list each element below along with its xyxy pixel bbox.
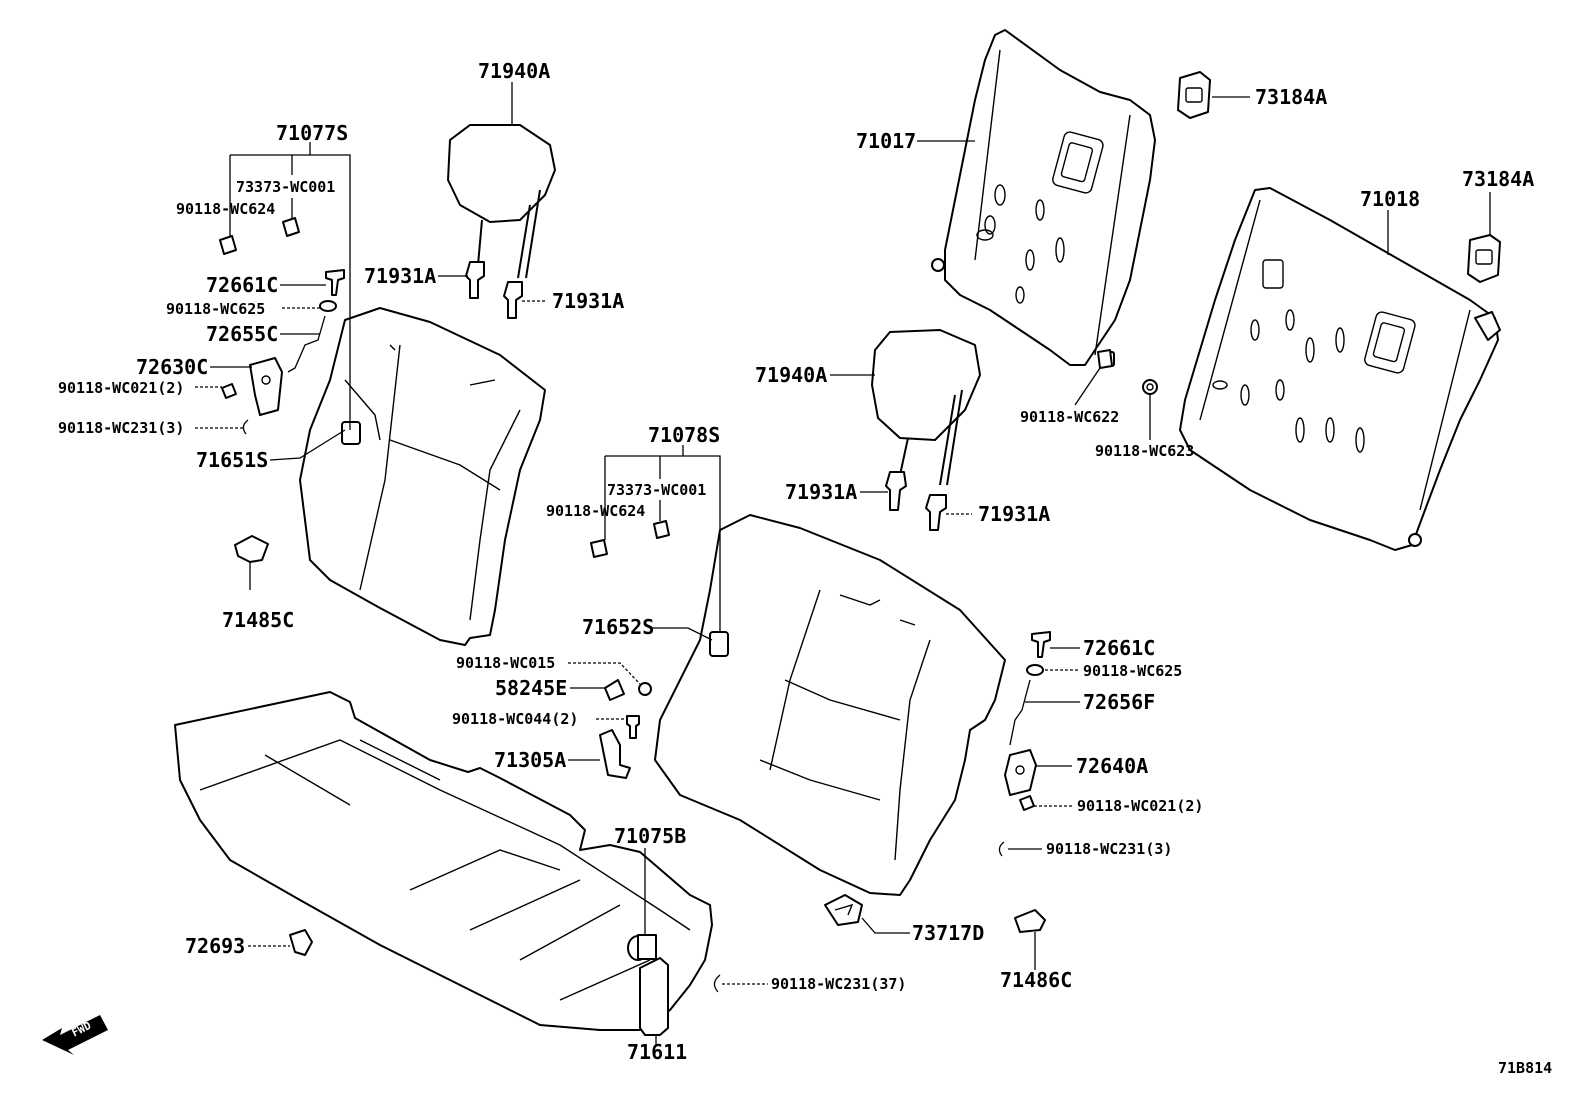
label-71611: 71611 xyxy=(627,1040,687,1064)
label-90118-WC624-mid: 90118-WC624 xyxy=(546,502,645,520)
label-90118-WC044: 90118-WC044(2) xyxy=(452,710,578,728)
label-71931A-left: 71931A xyxy=(364,264,436,288)
label-71931A-left2: 71931A xyxy=(552,289,624,313)
label-90118-WC625-left: 90118-WC625 xyxy=(166,300,265,318)
label-58245E: 58245E xyxy=(495,676,567,700)
label-73373-WC001-left: 73373-WC001 xyxy=(236,178,335,196)
label-71651S: 71651S xyxy=(196,448,268,472)
seat-cushion xyxy=(174,691,713,1031)
label-90118-WC231-right: 90118-WC231(3) xyxy=(1046,840,1172,858)
diagram-code: 71B814 xyxy=(1498,1059,1552,1077)
label-71018: 71018 xyxy=(1360,187,1420,211)
label-72693: 72693 xyxy=(185,934,245,958)
label-73717D: 73717D xyxy=(912,921,984,945)
headrest-left xyxy=(447,124,556,319)
label-72656F: 72656F xyxy=(1083,690,1155,714)
label-73184A-right: 73184A xyxy=(1462,167,1534,191)
label-72661C-right: 72661C xyxy=(1083,636,1155,660)
label-71485C: 71485C xyxy=(222,608,294,632)
left-seatback xyxy=(299,307,546,646)
headrest-center xyxy=(871,329,981,531)
seat-side-part xyxy=(627,934,669,1036)
label-90118-WC021-right: 90118-WC021(2) xyxy=(1077,797,1203,815)
label-71486C: 71486C xyxy=(1000,968,1072,992)
label-71940A-mid: 71940A xyxy=(755,363,827,387)
label-90118-WC624-left: 90118-WC624 xyxy=(176,200,275,218)
label-71017: 71017 xyxy=(856,129,916,153)
seatback-frame-71018 xyxy=(1179,187,1501,551)
label-90118-WC625-right: 90118-WC625 xyxy=(1083,662,1182,680)
label-73373-WC001-mid: 73373-WC001 xyxy=(607,481,706,499)
label-90118-WC231-37: 90118-WC231(37) xyxy=(771,975,906,993)
label-72640A: 72640A xyxy=(1076,754,1148,778)
label-71075B: 71075B xyxy=(614,824,686,848)
label-71078S: 71078S xyxy=(648,423,720,447)
label-73184A-top: 73184A xyxy=(1255,85,1327,109)
fwd-arrow-icon: FWD xyxy=(42,1015,108,1055)
label-72630C: 72630C xyxy=(136,355,208,379)
label-90118-WC015: 90118-WC015 xyxy=(456,654,555,672)
label-71077S: 71077S xyxy=(276,121,348,145)
label-90118-WC623: 90118-WC623 xyxy=(1095,442,1194,460)
label-71305A: 71305A xyxy=(494,748,566,772)
seatback-frame-71017 xyxy=(931,29,1156,367)
small-parts xyxy=(219,71,1501,993)
label-72655C: 72655C xyxy=(206,322,278,346)
label-90118-WC231-left: 90118-WC231(3) xyxy=(58,419,184,437)
part-labels: 71940A 71077S 73373-WC001 90118-WC624 71… xyxy=(58,59,1552,1077)
center-seatback xyxy=(654,514,1006,896)
label-72661C-left: 72661C xyxy=(206,273,278,297)
label-71652S: 71652S xyxy=(582,615,654,639)
leader-lines xyxy=(195,82,1491,1045)
label-90118-WC021-left: 90118-WC021(2) xyxy=(58,379,184,397)
label-71931A-mid1: 71931A xyxy=(785,480,857,504)
label-90118-WC622: 90118-WC622 xyxy=(1020,408,1119,426)
label-71931A-mid2: 71931A xyxy=(978,502,1050,526)
label-71940A-top: 71940A xyxy=(478,59,550,83)
